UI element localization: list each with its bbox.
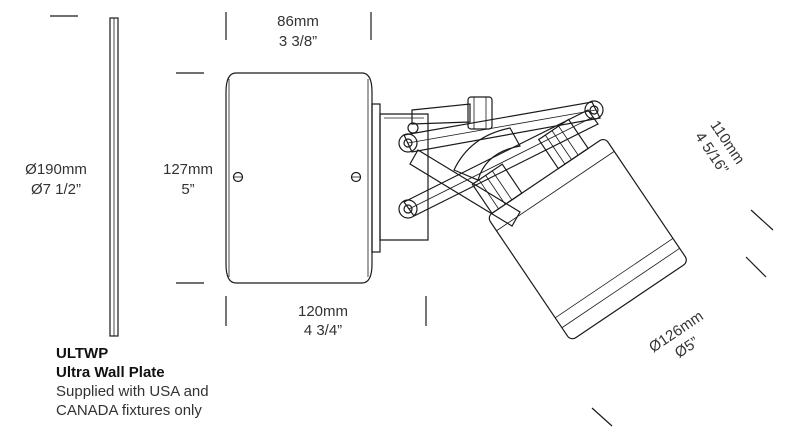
dim-depth-mm: 120mm [298, 303, 348, 320]
dim-body-height-in: 5” [181, 181, 194, 198]
screw-icon [350, 171, 362, 183]
body-cylinder [225, 72, 373, 284]
dim-plate-dia-in: Ø7 1/2” [31, 181, 81, 198]
lamp-head [471, 118, 687, 340]
product-name: Ultra Wall Plate [56, 364, 165, 381]
swivel-knuckle [411, 96, 521, 181]
dimension-ticks [50, 12, 774, 427]
dim-top-width-in: 3 3/8” [279, 33, 317, 50]
wall-plate [109, 17, 119, 337]
dim-depth-in: 4 3/4” [304, 322, 342, 339]
bolt-icon [407, 122, 419, 134]
dim-plate-dia-mm: Ø190mm [25, 161, 87, 178]
supply-note-line1: Supplied with USA and [56, 383, 209, 400]
dim-head-diameter: Ø126mm Ø5” [646, 308, 707, 362]
mounting-plate [371, 103, 429, 253]
bolt-icon [398, 133, 418, 153]
arm-diagonal [409, 149, 521, 227]
model-code: ULTWP [56, 345, 109, 362]
product-caption: ULTWP Ultra Wall Plate Supplied with USA… [56, 344, 209, 420]
screw-icon [232, 171, 244, 183]
dim-top-width-mm: 86mm [277, 13, 319, 30]
bolt-icon [398, 199, 418, 219]
supply-note-line2: CANADA fixtures only [56, 402, 202, 419]
bolt-icon [584, 100, 604, 120]
dim-body-height-mm: 127mm [163, 161, 213, 178]
dim-head-length: 110mm 4 5/16” [691, 117, 748, 177]
